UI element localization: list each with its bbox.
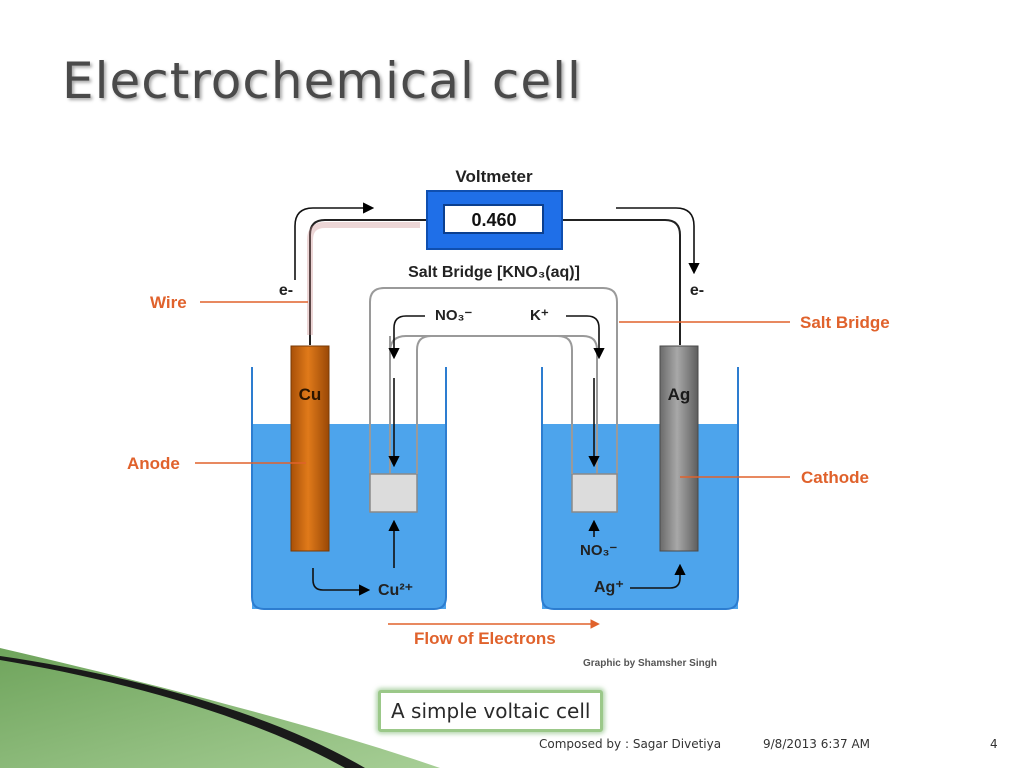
nitrate-arrow-top (388, 315, 425, 360)
caption-box: A simple voltaic cell (378, 690, 604, 732)
electron-arrow-left (294, 202, 375, 280)
callout-cathode: Cathode (801, 468, 869, 487)
anode-beaker (251, 367, 447, 610)
nitrate-label-bottom: NO₃⁻ (580, 542, 617, 559)
cathode-beaker (541, 367, 739, 610)
salt-bridge-inner-left (416, 335, 432, 474)
anode-solution (252, 424, 446, 609)
copper-ion-arrow (312, 568, 371, 596)
voltmeter-display (443, 204, 544, 234)
electron-label-right: e- (690, 282, 704, 299)
electron-label-left: e- (279, 282, 293, 299)
decorative-swoosh (0, 648, 440, 768)
wire-right (562, 219, 681, 345)
callout-wire: Wire (150, 293, 187, 312)
callout-anode: Anode (127, 454, 180, 473)
callout-salt-bridge: Salt Bridge (800, 313, 890, 332)
salt-bridge-formula: Salt Bridge [KNO₃(aq)] (408, 264, 580, 281)
silver-ion-label: Ag⁺ (594, 579, 624, 596)
copper-electrode (290, 345, 330, 552)
wire-left (309, 219, 427, 345)
graphic-credit: Graphic by Shamsher Singh (583, 658, 717, 669)
slide-title: Electrochemical cell (62, 52, 582, 110)
page-number: 4 (990, 737, 998, 751)
silver-electrode-label: Ag (668, 385, 691, 404)
flow-of-electrons-label: Flow of Electrons (414, 629, 556, 648)
footer-author: Composed by : Sagar Divetiya (539, 737, 722, 751)
cathode-solution (542, 424, 738, 609)
copper-ion-label: Cu²⁺ (378, 582, 413, 599)
salt-bridge-inner-right (557, 335, 573, 474)
potassium-arrow-top (566, 315, 605, 360)
footer-datetime: 9/8/2013 6:37 AM (763, 737, 871, 751)
voltmeter-reading: 0.460 (471, 210, 516, 230)
potassium-label-top: K⁺ (530, 307, 549, 324)
copper-electrode-label: Cu (299, 385, 322, 404)
wire-left-glow (307, 222, 420, 335)
silver-electrode (659, 345, 699, 552)
voltmeter-label: Voltmeter (455, 167, 533, 186)
nitrate-label-top: NO₃⁻ (435, 307, 472, 324)
caption-text: A simple voltaic cell (391, 699, 591, 723)
salt-bridge-plug-left (369, 473, 418, 513)
electron-arrow-right (616, 207, 700, 275)
salt-bridge-plug-right (571, 473, 618, 513)
silver-ion-arrow (630, 563, 686, 589)
